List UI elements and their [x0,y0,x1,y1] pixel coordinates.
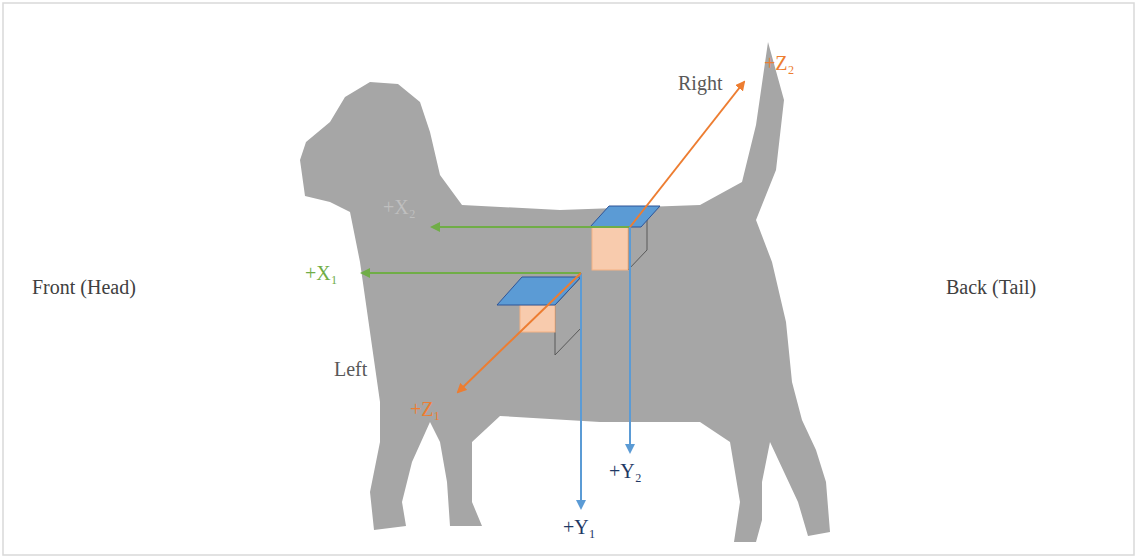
axis-label: +Z₂ [764,52,794,74]
dog-silhouette [300,42,830,542]
x1-axis [362,272,581,274]
side-label: Left [334,358,367,380]
frame-border [3,3,1134,555]
z2-axis [630,82,744,227]
axis-label: +Y₁ [563,516,596,538]
direction-label: Back (Tail) [946,276,1036,298]
y1-axis [580,273,582,508]
side-label: Right [678,72,722,94]
x2-axis [432,226,630,228]
z1-axis [458,273,581,392]
direction-label: Front (Head) [32,276,136,298]
sensor-box-2 [590,206,660,270]
axis-label: +X₂ [383,196,416,218]
axis-label: +Z₁ [410,398,440,420]
axis-label: +X₁ [305,262,338,284]
y2-axis [629,227,631,452]
axis-label: +Y₂ [609,460,642,482]
